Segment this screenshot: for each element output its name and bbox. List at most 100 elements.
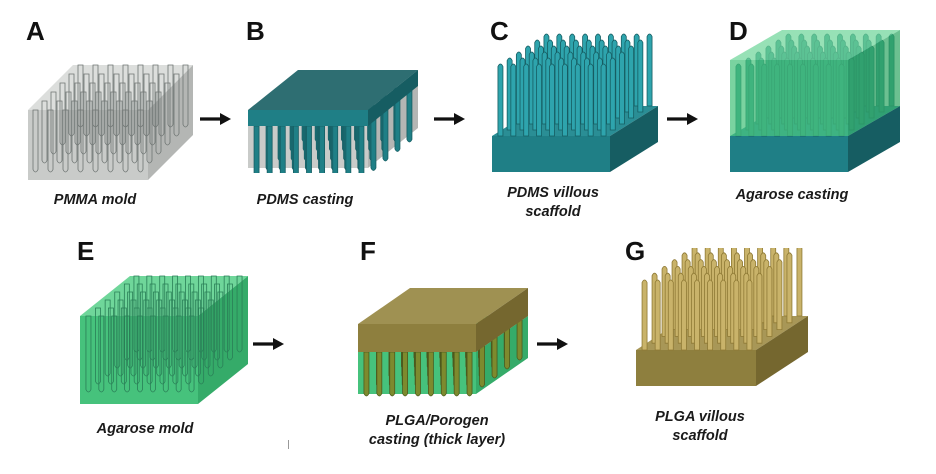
panel-d-caption: Agarose casting <box>735 187 849 203</box>
agarose-base-side <box>476 316 528 394</box>
plga-villus <box>667 279 674 351</box>
panel-a-caption: PMMA mold <box>53 192 137 208</box>
panel-g-plga-villous-scaffold <box>636 248 808 386</box>
pdms-villus <box>549 63 555 137</box>
plga-villus <box>516 315 523 361</box>
plga-villus <box>707 279 714 351</box>
pdms-villus <box>345 125 352 173</box>
pdms-villus <box>370 116 377 171</box>
plga-villus <box>402 351 409 397</box>
agarose-channel <box>85 315 92 393</box>
agarose-channel <box>162 315 169 393</box>
panel-c-caption: PDMS villous scaffold <box>507 185 599 220</box>
agarose-channel <box>185 307 192 385</box>
pmma-channel <box>182 64 189 128</box>
plga-villus <box>756 272 763 344</box>
pmma-channel <box>125 91 132 155</box>
plga-layer-side <box>476 288 528 352</box>
agarose-channel <box>133 307 140 385</box>
pmma-channel <box>137 109 144 173</box>
agarose-channel <box>146 307 153 385</box>
pmma-channel <box>32 109 39 173</box>
plga-villus <box>363 351 370 397</box>
pmma-channel <box>50 91 57 155</box>
agarose-channel <box>201 283 208 361</box>
pdms-villus <box>609 57 616 131</box>
panel-a-pmma-mold <box>28 64 193 180</box>
panel-e-caption: Agarose mold <box>96 421 194 437</box>
agarose-channel <box>191 291 198 369</box>
pmma-channel <box>146 100 153 164</box>
pdms-villus <box>292 125 299 173</box>
agarose-channel <box>188 315 195 393</box>
agarose-block-top <box>80 276 248 316</box>
panel-e-letter: E <box>77 236 95 266</box>
pmma-channel <box>155 91 162 155</box>
pdms-slab-top <box>248 70 418 110</box>
plga-villus <box>766 266 773 337</box>
agarose-channel <box>153 291 159 369</box>
panel-f-plga-porogen-casting <box>358 288 528 397</box>
pmma-channel <box>158 73 165 137</box>
agarose-channel <box>143 299 150 377</box>
plga-villus <box>376 351 383 397</box>
agarose-channel <box>210 275 217 353</box>
stray-tick-mark <box>288 440 289 449</box>
pdms-villus <box>561 63 568 137</box>
agarose-channel <box>127 291 134 369</box>
panel-a-letter: A <box>26 16 45 46</box>
plga-villus <box>786 252 793 324</box>
agarose-channel <box>104 299 111 377</box>
agarose-gel-side <box>848 30 900 136</box>
pmma-channel <box>41 100 48 164</box>
plga-villus <box>680 279 687 351</box>
agarose-channel <box>178 291 185 369</box>
plga-base-front <box>636 350 756 386</box>
plga-villus <box>415 351 421 397</box>
plga-villus <box>427 351 434 397</box>
pdms-slab-front <box>248 110 368 126</box>
pmma-channel <box>71 100 78 164</box>
pmma-channel <box>173 73 180 137</box>
agarose-channel <box>207 299 214 377</box>
panel-b-letter: B <box>246 16 265 46</box>
agarose-channel <box>214 283 220 361</box>
agarose-channel <box>175 315 182 393</box>
pmma-channel <box>77 109 84 173</box>
pdms-villus <box>319 125 326 173</box>
pdms-villus <box>600 63 607 137</box>
arrow-right-icon <box>253 338 284 350</box>
arrow-right-icon <box>667 113 698 125</box>
agarose-channel <box>130 299 137 377</box>
pdms-villus <box>637 39 644 113</box>
agarose-channel <box>114 291 121 369</box>
plga-villus <box>796 248 803 317</box>
agarose-channel <box>236 275 243 353</box>
pmma-block-side <box>148 65 193 180</box>
plga-villus <box>440 351 447 397</box>
pdms-villus <box>358 125 365 173</box>
pdms-villus <box>394 97 401 152</box>
plga-villus <box>641 279 648 351</box>
plga-villus <box>466 351 473 397</box>
agarose-gel-top <box>730 30 900 60</box>
pdms-villus <box>332 125 339 173</box>
agarose-channel <box>172 307 179 385</box>
pmma-channel <box>122 109 129 173</box>
pdms-base-front <box>492 136 610 172</box>
arrow-right-icon <box>434 113 465 125</box>
agarose-channel <box>165 291 172 369</box>
plga-villus <box>491 333 498 379</box>
agarose-channel <box>217 291 224 369</box>
pmma-channel <box>116 100 123 164</box>
pmma-channel <box>101 100 108 164</box>
plga-villus <box>776 259 783 330</box>
arrow-right-icon <box>200 113 231 125</box>
agarose-channel <box>111 315 118 393</box>
panel-f-letter: F <box>360 236 376 266</box>
pmma-channel <box>65 91 72 155</box>
panel-c-letter: C <box>490 16 509 46</box>
pdms-base-front <box>730 136 848 172</box>
plga-villus <box>479 342 485 388</box>
plga-villus <box>453 351 460 397</box>
